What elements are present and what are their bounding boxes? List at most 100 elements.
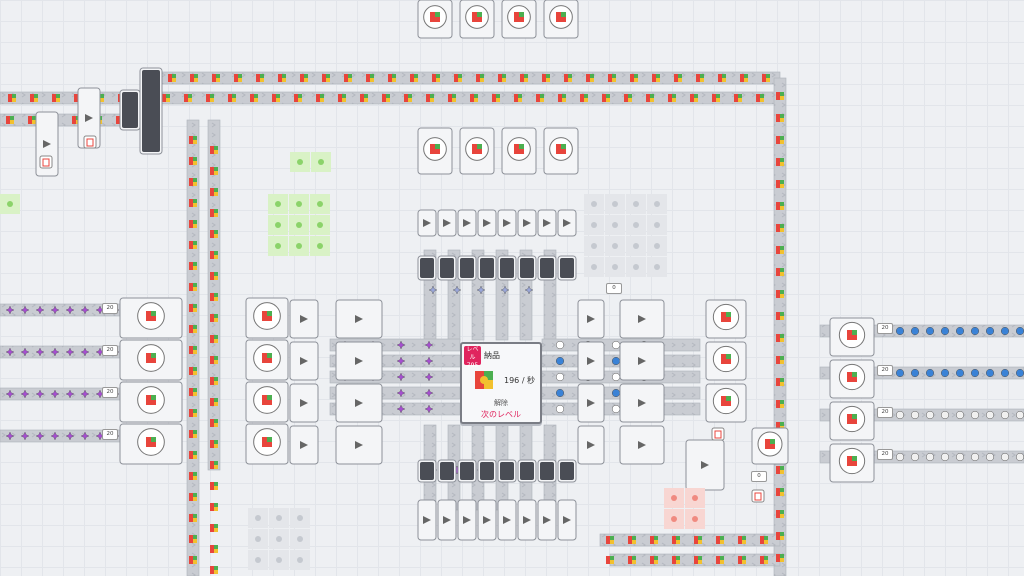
- hub[interactable]: レベル 795 納品 196 / 秒 解除 次のレベル: [460, 342, 542, 424]
- hub-title: 納品: [484, 351, 500, 360]
- shape-item: [985, 368, 995, 378]
- stacker-machine: [557, 499, 577, 541]
- shape-item: [696, 74, 704, 82]
- level-badge: レベル 795: [464, 346, 481, 369]
- painter-machine: [417, 127, 453, 175]
- shape-item: [256, 74, 264, 82]
- shape-item: [514, 94, 522, 102]
- shape-item: [555, 356, 565, 366]
- resource-dot: [633, 222, 639, 228]
- shape-item: [776, 136, 784, 144]
- resource-dot: [296, 243, 302, 249]
- shape-item: [542, 74, 550, 82]
- tunnel-machine: [119, 89, 141, 131]
- stacker-machine: [537, 499, 557, 541]
- shape-item: [925, 410, 935, 420]
- trash-icon: [711, 427, 725, 441]
- cutter-machine: [335, 341, 383, 381]
- shape-item: [611, 340, 621, 350]
- shape-item: [206, 94, 214, 102]
- resource-dot: [276, 557, 282, 563]
- shape-item: [1000, 410, 1010, 420]
- shape-item: [316, 94, 324, 102]
- shape-item: [895, 452, 905, 462]
- resource-dot: [692, 495, 698, 501]
- shape-item: [776, 532, 784, 540]
- balancer-machine: [457, 459, 477, 483]
- shape-item: [189, 451, 197, 459]
- resource-dot: [633, 264, 639, 270]
- resource-dot: [296, 201, 302, 207]
- shape-item: [776, 224, 784, 232]
- shape-item: [606, 536, 614, 544]
- cutter-machine: [477, 209, 497, 237]
- shape-item: [555, 388, 565, 398]
- shape-item: [606, 556, 614, 564]
- shape-item: [738, 556, 746, 564]
- counter-right-upper: 0: [606, 283, 622, 294]
- shape-item: [35, 389, 45, 399]
- shape-item: [628, 536, 636, 544]
- shape-item: [52, 94, 60, 102]
- shape-item: [776, 202, 784, 210]
- shape-item: [189, 241, 197, 249]
- shape-item: [776, 378, 784, 386]
- shape-item: [776, 400, 784, 408]
- shape-item: [210, 482, 218, 490]
- resource-dot: [297, 557, 303, 563]
- shape-item: [50, 389, 60, 399]
- resource-dot: [275, 222, 281, 228]
- resource-dot: [255, 557, 261, 563]
- shape-item: [396, 404, 406, 414]
- resource-dot: [612, 243, 618, 249]
- shape-item: [970, 410, 980, 420]
- shape-item: [955, 368, 965, 378]
- counter-left-1: 20: [102, 303, 118, 314]
- shape-item: [970, 326, 980, 336]
- shape-item: [210, 566, 218, 574]
- cutter-machine: [417, 209, 437, 237]
- shape-item: [20, 389, 30, 399]
- shape-item: [762, 74, 770, 82]
- shape-item: [210, 293, 218, 301]
- counter-right-4: 20: [877, 449, 893, 460]
- painter-machine: [119, 381, 183, 423]
- shape-item: [189, 430, 197, 438]
- shape-item: [925, 452, 935, 462]
- resource-dot: [591, 264, 597, 270]
- shape-item: [210, 209, 218, 217]
- shape-item: [734, 94, 742, 102]
- shape-item: [910, 368, 920, 378]
- shape-item: [558, 94, 566, 102]
- next-level-button[interactable]: 次のレベル: [481, 410, 521, 419]
- shape-item: [360, 94, 368, 102]
- cutter-machine: [577, 425, 605, 465]
- shape-item: [344, 74, 352, 82]
- cutter-machine: [517, 209, 537, 237]
- shape-item: [448, 94, 456, 102]
- shape-item: [452, 285, 462, 295]
- stacker-machine: [497, 499, 517, 541]
- painter-machine: [119, 339, 183, 381]
- shape-item: [250, 94, 258, 102]
- shape-item: [776, 114, 784, 122]
- resource-dot: [591, 201, 597, 207]
- shape-item: [189, 367, 197, 375]
- resource-dot: [297, 536, 303, 542]
- resource-dot: [317, 243, 323, 249]
- shape-item: [580, 94, 588, 102]
- trash-icon: [83, 135, 97, 149]
- shape-item: [210, 503, 218, 511]
- shape-item: [189, 346, 197, 354]
- shape-item: [646, 94, 654, 102]
- rotator-machine: [417, 255, 437, 281]
- shape-item: [189, 157, 197, 165]
- shape-item: [404, 94, 412, 102]
- shape-item: [520, 74, 528, 82]
- shape-item: [65, 347, 75, 357]
- resource-dot: [275, 201, 281, 207]
- shape-item: [564, 74, 572, 82]
- shape-item: [20, 305, 30, 315]
- cutter-machine: [289, 383, 319, 423]
